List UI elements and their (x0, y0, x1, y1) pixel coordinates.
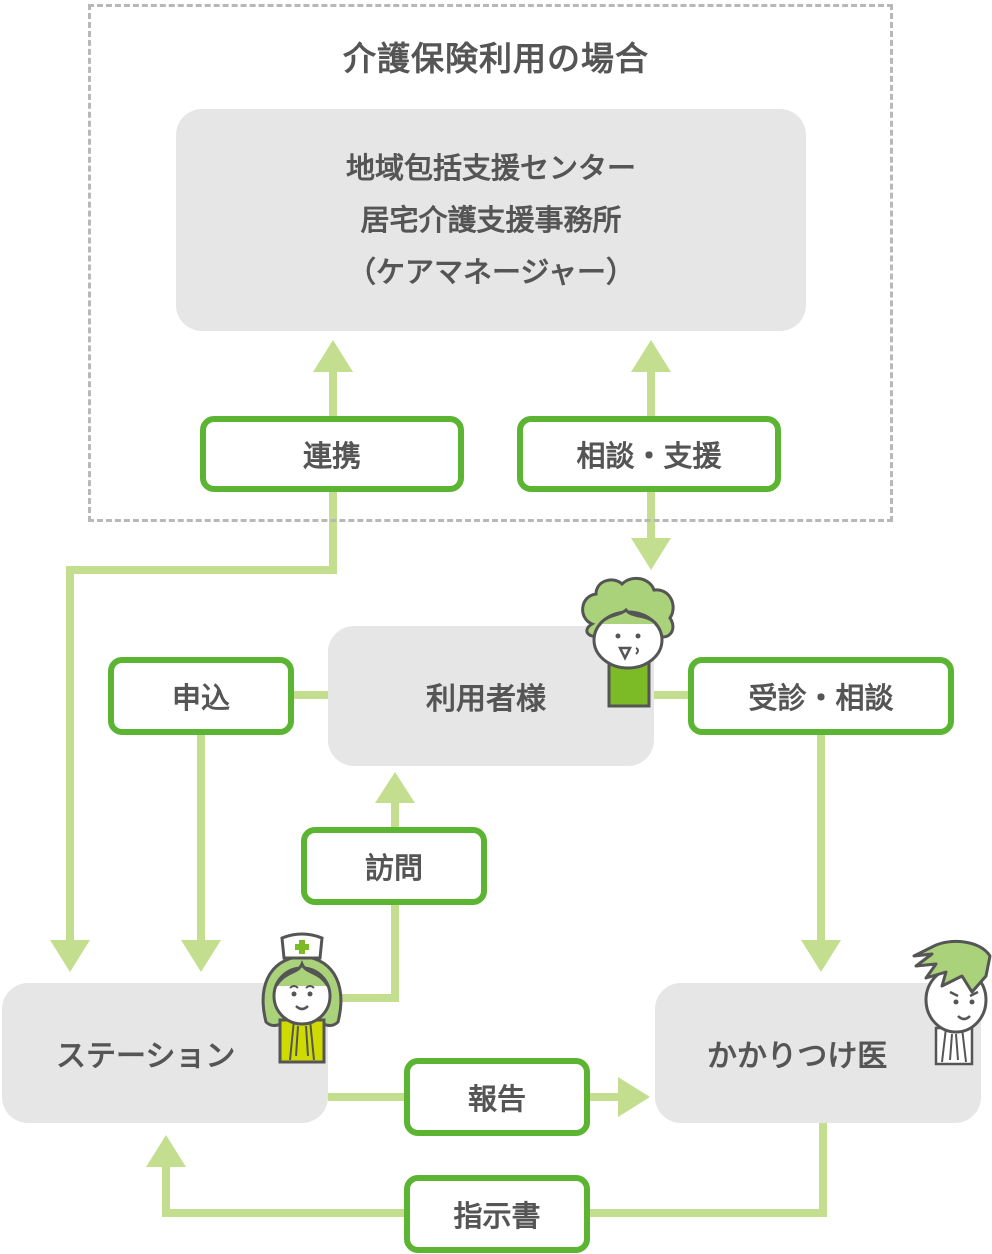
node-care-manager: 地域包括支援センター 居宅介護支援事務所 （ケアマネージャー） (176, 109, 806, 331)
label-application-text: 申込 (171, 681, 230, 715)
label-report: 報告 (404, 1058, 590, 1136)
label-consult-support-text: 相談・支援 (576, 439, 722, 473)
label-home-visit-text: 訪問 (364, 851, 423, 885)
arrowhead-down-station-1 (50, 940, 90, 972)
label-report-text: 報告 (467, 1082, 526, 1116)
label-home-visit: 訪問 (301, 827, 487, 905)
arrowhead-up-station (146, 1135, 186, 1167)
label-visit-consult-text: 受診・相談 (748, 681, 894, 715)
arrowhead-down-station-2 (181, 940, 221, 972)
arrowhead-up-user (375, 772, 415, 803)
label-consult-support: 相談・支援 (517, 416, 781, 492)
label-visit-consult: 受診・相談 (688, 657, 954, 735)
arrowhead-up-care-consult (631, 340, 671, 372)
arrowhead-right-doctor (618, 1077, 650, 1117)
arrowhead-down-user (631, 538, 671, 570)
label-application: 申込 (108, 657, 294, 735)
care-manager-line1: 地域包括支援センター (345, 151, 636, 185)
label-instructions: 指示書 (404, 1175, 590, 1253)
label-coordination: 連携 (200, 416, 464, 492)
care-manager-line2: 居宅介護支援事務所 (360, 203, 622, 237)
label-coordination-text: 連携 (302, 439, 361, 473)
station-label: ステーション (56, 1039, 236, 1074)
arrowhead-up-care-coordination (313, 340, 353, 372)
care-manager-line3: （ケアマネージャー） (347, 255, 635, 289)
doctor-label: かかりつけ医 (707, 1039, 888, 1074)
nurse-icon (261, 932, 343, 1064)
user-label: 利用者様 (426, 682, 546, 717)
group-title: 介護保険利用の場合 (343, 39, 649, 78)
label-instructions-text: 指示書 (453, 1199, 541, 1233)
arrowhead-down-doctor (801, 940, 841, 972)
elderly-woman-icon (581, 576, 675, 708)
doctor-icon (912, 939, 992, 1066)
care-insurance-group (88, 4, 893, 522)
